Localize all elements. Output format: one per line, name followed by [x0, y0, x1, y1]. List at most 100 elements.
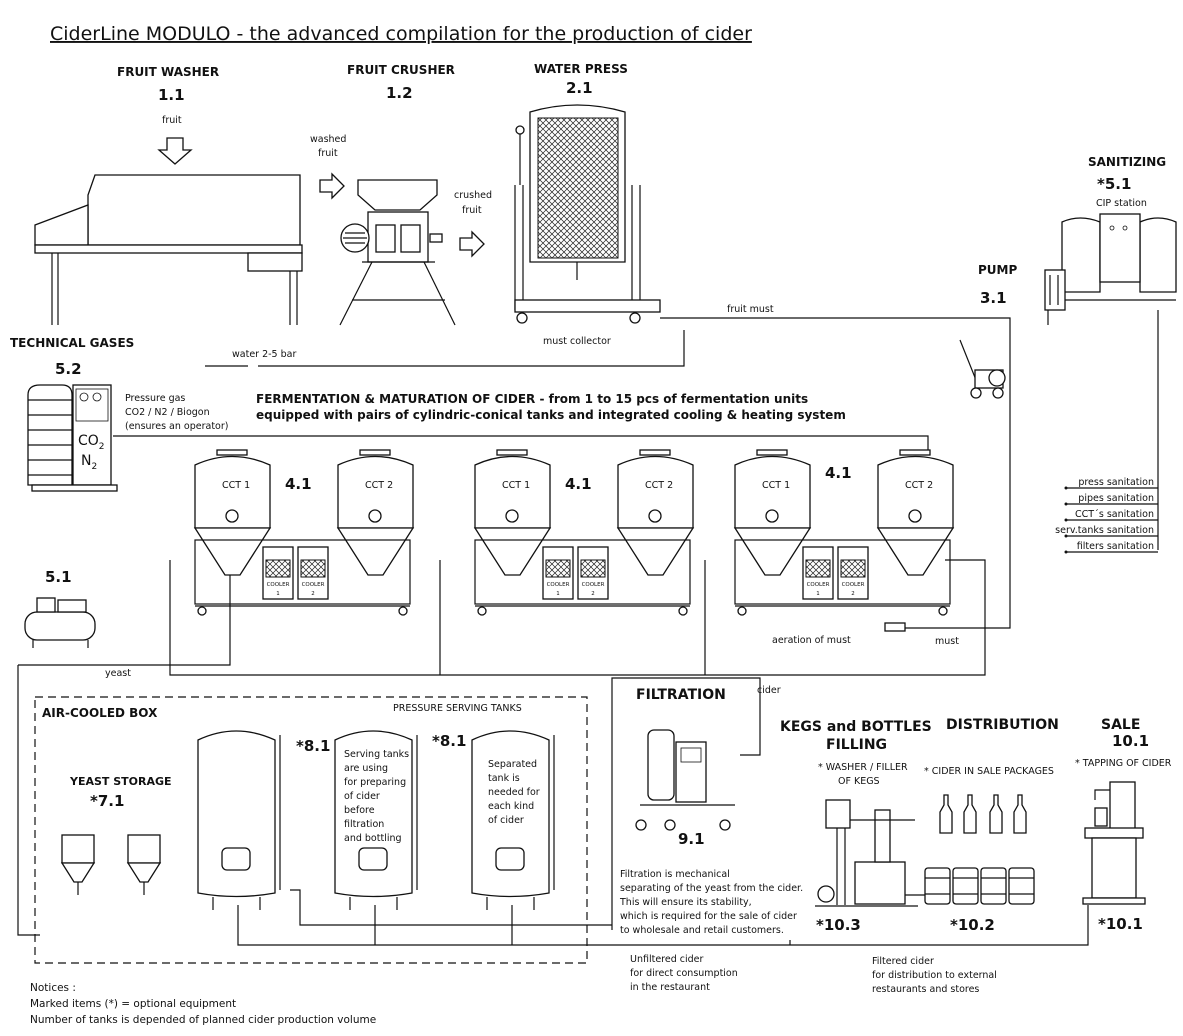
- gas-desc-2: CO2 / N2 / Biogon: [125, 407, 210, 418]
- kegs-sub-1: * WASHER / FILLER: [818, 762, 908, 773]
- filtered-line-1: Filtered cider: [872, 956, 934, 967]
- cct-cone: [193, 527, 272, 576]
- serving-tank: [197, 730, 276, 898]
- tank-label: CCT 1: [762, 480, 790, 491]
- cooler-number: 1: [816, 591, 820, 597]
- cooler-grille: [840, 559, 866, 578]
- unfiltered-line-2: for direct consumption: [630, 968, 738, 979]
- tank-manhole: [221, 847, 251, 871]
- filtration-note-line-3: This will ensure its stability,: [619, 897, 752, 908]
- serving-note-2-line-5: of cider: [488, 815, 524, 826]
- notice-line-2: Marked items (*) = optional equipment: [30, 998, 236, 1010]
- yeast-tank: [127, 834, 161, 864]
- wheel-icon: [938, 606, 948, 616]
- must-flow-label: must: [935, 636, 959, 647]
- sanitation-line-label: pipes sanitation: [1078, 493, 1154, 504]
- filtration-note-line-5: to wholesale and retail customers.: [620, 925, 784, 936]
- serving-note-1-line-7: and bottling: [344, 833, 402, 844]
- wheel-icon: [197, 606, 207, 616]
- cooler-label: COOLER: [547, 582, 570, 588]
- serving-note-2-line-1: Separated: [488, 759, 537, 770]
- yeast-flow-label: yeast: [105, 668, 131, 679]
- cider-pipe: [611, 677, 761, 930]
- cooler-grille: [580, 559, 606, 578]
- cip-station-label: CIP station: [1096, 198, 1147, 209]
- technical-gases-label: TECHNICAL GASES: [10, 336, 134, 350]
- page-title: CiderLine MODULO - the advanced compilat…: [50, 23, 752, 45]
- right-arrow-icon: [459, 230, 485, 258]
- notice-line-3: Number of tanks is depended of planned c…: [30, 1014, 376, 1026]
- serving-tank-code-a: *8.1: [296, 737, 330, 755]
- must-distribution-pipe: [169, 559, 986, 676]
- co2-label: CO2: [78, 433, 105, 452]
- air-cooled-box: [34, 696, 588, 964]
- keg-icon: [924, 867, 951, 905]
- technical-gases: TECHNICAL GASES 5.2 CO2 N2 Pressure gas …: [10, 336, 228, 492]
- cooler-label: COOLER: [267, 582, 290, 588]
- cct-cone: [876, 527, 955, 576]
- cooler-label: COOLER: [807, 582, 830, 588]
- water-press-code: 2.1: [566, 79, 593, 97]
- water-pipe: [258, 330, 685, 367]
- sale-code: *10.1: [1098, 915, 1143, 933]
- sanitation-line-label: filters sanitation: [1077, 541, 1154, 552]
- cooler-number: 1: [276, 591, 280, 597]
- cider-flow-label: cider: [757, 685, 781, 696]
- wheel-icon: [737, 606, 747, 616]
- keg-icon: [1008, 867, 1035, 905]
- bottle-icon: [939, 794, 953, 834]
- serving-tank: [334, 730, 413, 898]
- tank-manway: [756, 449, 788, 456]
- cooler-label: COOLER: [302, 582, 325, 588]
- tank-label: CCT 1: [222, 480, 250, 491]
- cct-tank: [337, 455, 414, 529]
- wheel-icon: [398, 606, 408, 616]
- serving-tanks-label: PRESSURE SERVING TANKS: [393, 703, 522, 714]
- sale-code-top: 10.1: [1112, 732, 1149, 750]
- tank-gauge-icon: [225, 509, 239, 523]
- unfiltered-line-3: in the restaurant: [630, 982, 710, 993]
- cooler-grille: [545, 559, 571, 578]
- cct-cone: [616, 527, 695, 576]
- filtration-unit: FILTRATION 9.1: [635, 687, 735, 848]
- cct-tank: [734, 455, 811, 529]
- serving-note-1-line-2: are using: [344, 763, 388, 774]
- cooler-number: 1: [556, 591, 560, 597]
- cooler-number: 2: [591, 591, 595, 597]
- sale-kegs: [924, 867, 1035, 905]
- compressor-code: 5.1: [45, 568, 72, 586]
- tank-gauge-icon: [648, 509, 662, 523]
- distribution-sub: * CIDER IN SALE PACKAGES: [924, 766, 1054, 777]
- cooler-grille: [300, 559, 326, 578]
- pump-label: PUMP: [978, 263, 1017, 277]
- fruit-must-label: fruit must: [727, 304, 774, 315]
- keg-washer-filler: *10.3: [815, 799, 918, 934]
- yeast-tank-cone: [60, 862, 96, 883]
- gas-desc-3: (ensures an operator): [125, 421, 228, 432]
- bottles: [939, 794, 1027, 834]
- water-press-label: WATER PRESS: [534, 62, 628, 76]
- technical-gases-code: 5.2: [55, 360, 82, 378]
- kegs-sub-2: OF KEGS: [838, 776, 880, 787]
- fruit-crusher: FRUIT CRUSHER 1.2 washed fruit crushed f…: [310, 63, 492, 326]
- distribution-code: *10.2: [950, 916, 995, 934]
- fruit-crusher-code: 1.2: [386, 84, 413, 102]
- yeast-tank: [61, 834, 95, 864]
- pump-code: 3.1: [980, 289, 1007, 307]
- cooler-grille: [805, 559, 831, 578]
- notice-line-1: Notices :: [30, 982, 76, 994]
- yeast-storage-tanks: [60, 834, 162, 895]
- serving-note-2-line-4: each kind: [488, 801, 534, 812]
- water-line-label: water 2-5 bar: [232, 349, 296, 360]
- keg-icon: [980, 867, 1007, 905]
- fruit-input-label: fruit: [162, 115, 182, 126]
- cct-cone: [473, 527, 552, 576]
- cooler-label: COOLER: [842, 582, 865, 588]
